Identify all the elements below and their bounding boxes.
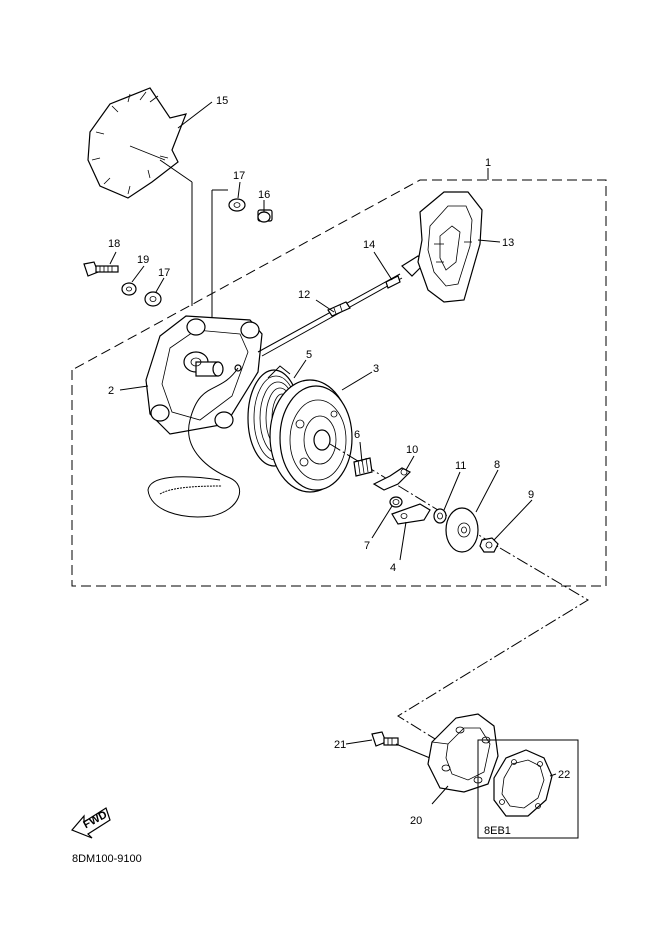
pawl-spring [372,467,412,491]
callout-4: 4 [390,562,396,574]
callout-1: 1 [485,157,491,169]
bolt-21 [371,731,399,747]
callout-16: 16 [258,189,270,201]
rope-guide-12 [327,301,351,317]
collar-17-top [228,198,246,212]
kit-label: 8EB1 [484,825,511,837]
drive-pulley [269,379,353,493]
callout-8: 8 [494,459,500,471]
starter-pulley [427,713,499,793]
starter-case [145,315,263,435]
forward-arrow-icon [70,807,111,839]
callout-2: 2 [108,385,114,397]
callout-18: 18 [108,238,120,250]
friction-plate [445,507,479,553]
gasket-22 [493,749,553,817]
collar-17-left [144,291,162,307]
callout-14: 14 [363,239,375,251]
callout-15: 15 [216,95,228,107]
callout-21: 21 [334,739,346,751]
drawing-code: 8DM100-9100 [72,853,142,865]
nut-9 [479,537,499,553]
label-sticker [87,87,187,199]
ratchet-pawl [391,503,431,525]
bolt-16 [257,209,273,223]
rope-guide-14 [385,275,401,289]
callout-19: 19 [137,254,149,266]
callout-9: 9 [528,489,534,501]
return-spring [389,496,403,508]
callout-10: 10 [406,444,418,456]
callout-17-left: 17 [158,267,170,279]
washer-19 [121,282,137,296]
callout-12: 12 [298,289,310,301]
callout-3: 3 [373,363,379,375]
callout-22: 22 [558,769,570,781]
callout-17-top: 17 [233,170,245,182]
gasket-kit-box [477,739,579,839]
bolt-18 [83,261,119,277]
callout-7: 7 [364,540,370,552]
callout-5: 5 [306,349,312,361]
assembly-boundary [71,179,607,587]
callout-20: 20 [410,815,422,827]
callout-6: 6 [354,429,360,441]
starter-handle [401,191,483,303]
callout-11: 11 [455,460,466,472]
friction-spring [353,457,373,477]
callout-13: 13 [502,237,514,249]
washer-11 [433,508,447,524]
